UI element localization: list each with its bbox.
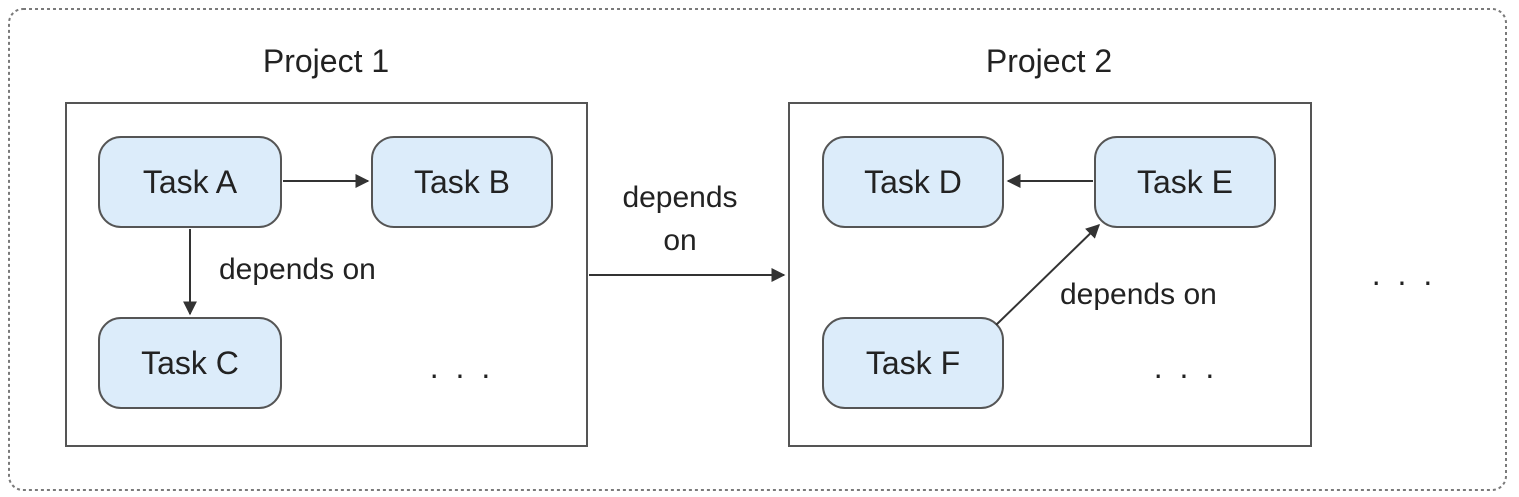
task-a-node [98, 136, 282, 228]
outer-container [8, 8, 1507, 491]
project-2-more-tasks: . . . [1154, 349, 1218, 385]
task-d-node [822, 136, 1004, 228]
task-f-node [822, 317, 1004, 409]
project-link-label-line-1: depends [622, 181, 737, 214]
project-1-title: Project 1 [263, 43, 389, 79]
task-c-label: Task C [141, 345, 239, 381]
task-b-node [371, 136, 553, 228]
project-2-edge-label: depends on [1060, 278, 1217, 311]
task-b-label: Task B [414, 164, 510, 200]
edge-f-to-e [995, 224, 1101, 326]
task-f-label: Task F [866, 345, 960, 381]
project-link-label-line-2: on [663, 224, 696, 257]
task-e-node [1094, 136, 1276, 228]
task-d-label: Task D [864, 164, 962, 200]
project-1-more-tasks: . . . [430, 349, 494, 385]
task-a-label: Task A [143, 164, 238, 200]
project-2-title: Project 2 [986, 43, 1112, 79]
task-c-node [98, 317, 282, 409]
more-projects: . . . [1372, 256, 1436, 292]
task-e-label: Task E [1137, 164, 1233, 200]
project-1-edge-label: depends on [219, 253, 376, 286]
